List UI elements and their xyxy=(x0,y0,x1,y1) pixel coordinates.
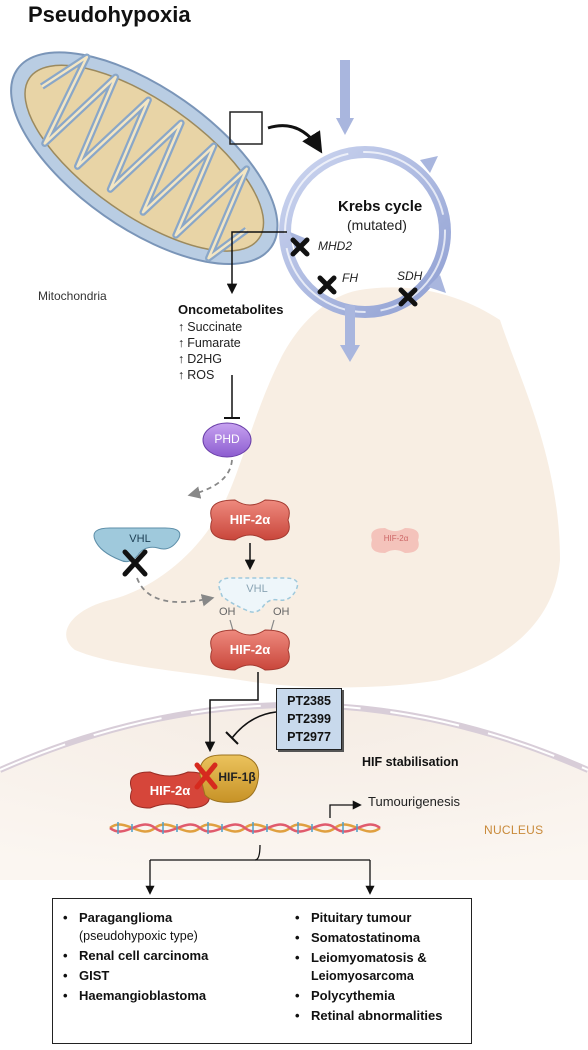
disease-item: GIST xyxy=(63,967,208,985)
vhl-left-protein xyxy=(93,527,181,563)
disease-item: Somatostatinoma xyxy=(295,929,442,947)
cell-background xyxy=(66,287,561,688)
disease-item: Pituitary tumour xyxy=(295,909,442,927)
enzyme-sdh-label: SDH xyxy=(397,269,423,283)
disease-item: Haemangioblastoma xyxy=(63,987,208,1005)
phd-protein xyxy=(202,422,252,458)
oncometabolite-item: ↑D2HG xyxy=(178,352,222,366)
up-arrow-icon: ↑ xyxy=(178,368,185,382)
mitochondria-label: Mitochondria xyxy=(38,289,107,303)
mito-zoom-box xyxy=(229,111,263,145)
disease-list-box: Paraganglioma(pseudohypoxic type) Renal … xyxy=(52,898,472,1044)
krebs-cycle-title: Krebs cycle xyxy=(338,198,423,215)
oh-label: OH xyxy=(273,606,290,618)
oncometabolite-item: ↑Fumarate xyxy=(178,336,241,350)
oh-label: OH xyxy=(219,606,236,618)
dna-helix xyxy=(109,822,381,834)
disease-item: Renal cell carcinoma xyxy=(63,947,208,965)
disease-item: Paraganglioma(pseudohypoxic type) xyxy=(63,909,208,945)
vhl-bound-outline xyxy=(218,577,299,613)
mitochondria xyxy=(10,51,279,265)
enzyme-mhd2-label: MHD2 xyxy=(318,239,353,253)
hif1b-label: HIF-1β xyxy=(218,770,256,784)
drug-inhibitor-box: PT2385 PT2399 PT2977 xyxy=(276,688,342,750)
nucleus-label: NUCLEUS xyxy=(484,823,544,837)
disease-list-right: Pituitary tumour Somatostatinoma Leiomyo… xyxy=(295,909,442,1025)
drug-label: PT2977 xyxy=(287,730,331,744)
hif-stabilisation-label: HIF stabilisation xyxy=(362,755,459,769)
drug-label: PT2399 xyxy=(287,712,331,726)
oncometabolite-item: ↑ROS xyxy=(178,368,215,382)
hif2a-top-protein xyxy=(210,499,290,541)
tumourigenesis-label: Tumourigenesis xyxy=(368,794,461,809)
hif2a-bottom-protein xyxy=(210,629,290,671)
vhl-bound-label: VHL xyxy=(246,583,268,595)
up-arrow-icon: ↑ xyxy=(178,336,185,350)
disease-note: (pseudohypoxic type) xyxy=(79,929,198,943)
vhl-left-label: VHL xyxy=(129,533,151,545)
up-arrow-icon: ↑ xyxy=(178,320,185,334)
disease-item: Leiomyomatosis &Leiomyosarcoma xyxy=(295,949,442,985)
disease-continuation: Leiomyosarcoma xyxy=(311,969,414,983)
hif2a-top-label: HIF-2α xyxy=(229,512,271,527)
oncometabolites-title: Oncometabolites xyxy=(178,302,284,317)
hif2a-faded-label: HIF-2α xyxy=(383,534,409,543)
page-title: Pseudohypoxia xyxy=(28,2,191,27)
up-arrow-icon: ↑ xyxy=(178,352,185,366)
nucleus-membrane xyxy=(0,705,588,880)
hif2a-nucleus-label: HIF-2α xyxy=(149,783,191,798)
krebs-cycle-subtitle: (mutated) xyxy=(347,217,407,233)
enzyme-fh-label: FH xyxy=(342,271,358,285)
phd-label: PHD xyxy=(214,432,240,446)
drug-label: PT2385 xyxy=(287,694,331,708)
oncometabolite-item: ↑Succinate xyxy=(178,320,243,334)
disease-item: Retinal abnormalities xyxy=(295,1007,442,1025)
hif2a-faded-protein xyxy=(371,528,419,553)
hif2a-bottom-label: HIF-2α xyxy=(229,642,271,657)
enzyme-block-marks xyxy=(290,237,418,307)
disease-list-left: Paraganglioma(pseudohypoxic type) Renal … xyxy=(63,909,208,1005)
disease-item: Polycythemia xyxy=(295,987,442,1005)
